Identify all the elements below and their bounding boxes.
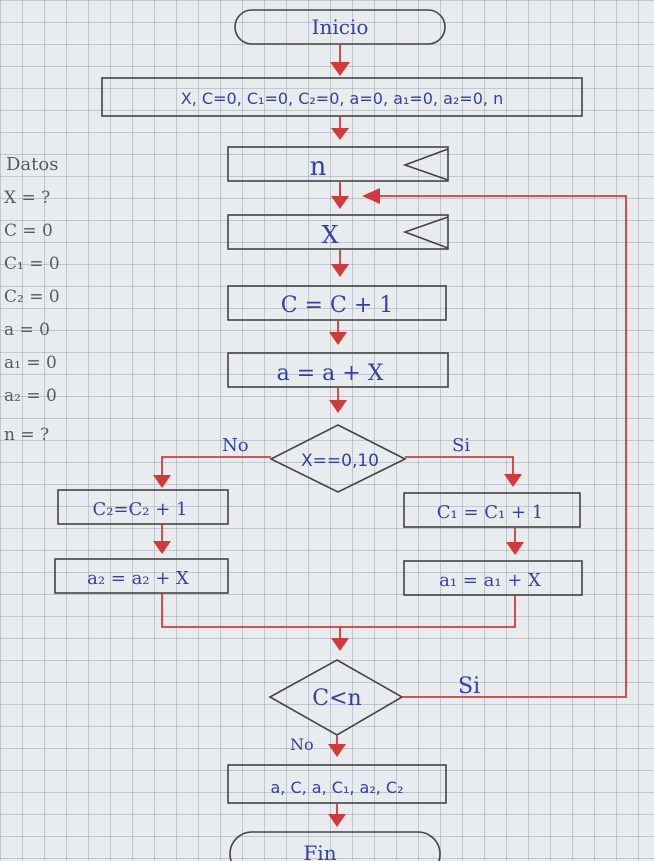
- arrow-head: [331, 128, 349, 140]
- merge-line: [161, 593, 516, 628]
- process-a1-label: a₁ = a₁ + X: [439, 570, 541, 591]
- arrow-head: [329, 400, 347, 413]
- decision-c-yes-label: Si: [458, 674, 480, 699]
- datos-item: C₂ = 0: [4, 287, 60, 307]
- process-counter-label: C = C + 1: [281, 293, 394, 318]
- input-n-label: n: [310, 152, 327, 182]
- arrow-head: [153, 541, 171, 554]
- process-a2-label: a₂ = a₂ + X: [87, 568, 189, 589]
- end-label: Fin: [303, 841, 336, 861]
- arrow-head: [331, 638, 349, 651]
- decision-c-no-label: No: [290, 735, 314, 754]
- arrow-head: [362, 188, 380, 204]
- decision-x-label: X==0,10: [301, 451, 379, 471]
- datos-title: Datos: [6, 154, 58, 175]
- input-n-box: [227, 146, 449, 182]
- process-a1-box: [403, 560, 583, 596]
- datos-list: X = ? C = 0 C₁ = 0 C₂ = 0 a = 0 a₁ = 0 a…: [4, 188, 60, 445]
- process-c2-box: [57, 489, 229, 525]
- arrow-head: [504, 474, 522, 487]
- process-accumulator-label: a = a + X: [277, 361, 384, 386]
- decision-x-no-label: No: [222, 435, 249, 456]
- datos-item: n = ?: [4, 425, 49, 445]
- arrow-head: [329, 332, 347, 345]
- datos-item: a = 0: [4, 320, 50, 340]
- arrow-head: [331, 196, 349, 209]
- arrow-head: [153, 475, 171, 488]
- decision-c-label: C<n: [312, 686, 361, 711]
- datos-item: C₁ = 0: [4, 254, 60, 274]
- start-label: Inicio: [312, 15, 369, 39]
- datos-item: a₂ = 0: [4, 386, 57, 406]
- arrow-head: [328, 744, 346, 757]
- arrow-head: [506, 542, 524, 555]
- init-box: [101, 77, 583, 117]
- datos-item: X = ?: [4, 188, 50, 208]
- process-c2-label: C₂=C₂ + 1: [92, 499, 187, 520]
- datos-item: a₁ = 0: [4, 353, 57, 373]
- input-x-box: [227, 214, 449, 250]
- arrow-head: [328, 814, 346, 827]
- loop-back-line: [378, 195, 627, 698]
- process-counter-box: [227, 285, 447, 321]
- input-symbol: [402, 216, 449, 249]
- process-a2-box: [54, 558, 229, 594]
- init-label: X, C=0, C₁=0, C₂=0, a=0, a₁=0, a₂=0, n: [181, 89, 503, 108]
- branch-yes-line: [405, 456, 514, 478]
- datos-item: C = 0: [4, 221, 53, 241]
- process-c1-label: C₁ = C₁ + 1: [437, 502, 543, 523]
- branch-no-line: [161, 456, 271, 480]
- decision-x-box: [269, 424, 407, 493]
- arrow-head: [330, 62, 350, 76]
- input-x-label: X: [321, 221, 338, 249]
- arrow-head: [331, 264, 349, 277]
- decision-x-yes-label: Si: [452, 435, 470, 456]
- end-terminal: [229, 831, 441, 861]
- output-label: a, C, a, C₁, a₂, C₂: [270, 778, 403, 797]
- process-c1-box: [403, 492, 581, 528]
- input-symbol: [402, 148, 449, 181]
